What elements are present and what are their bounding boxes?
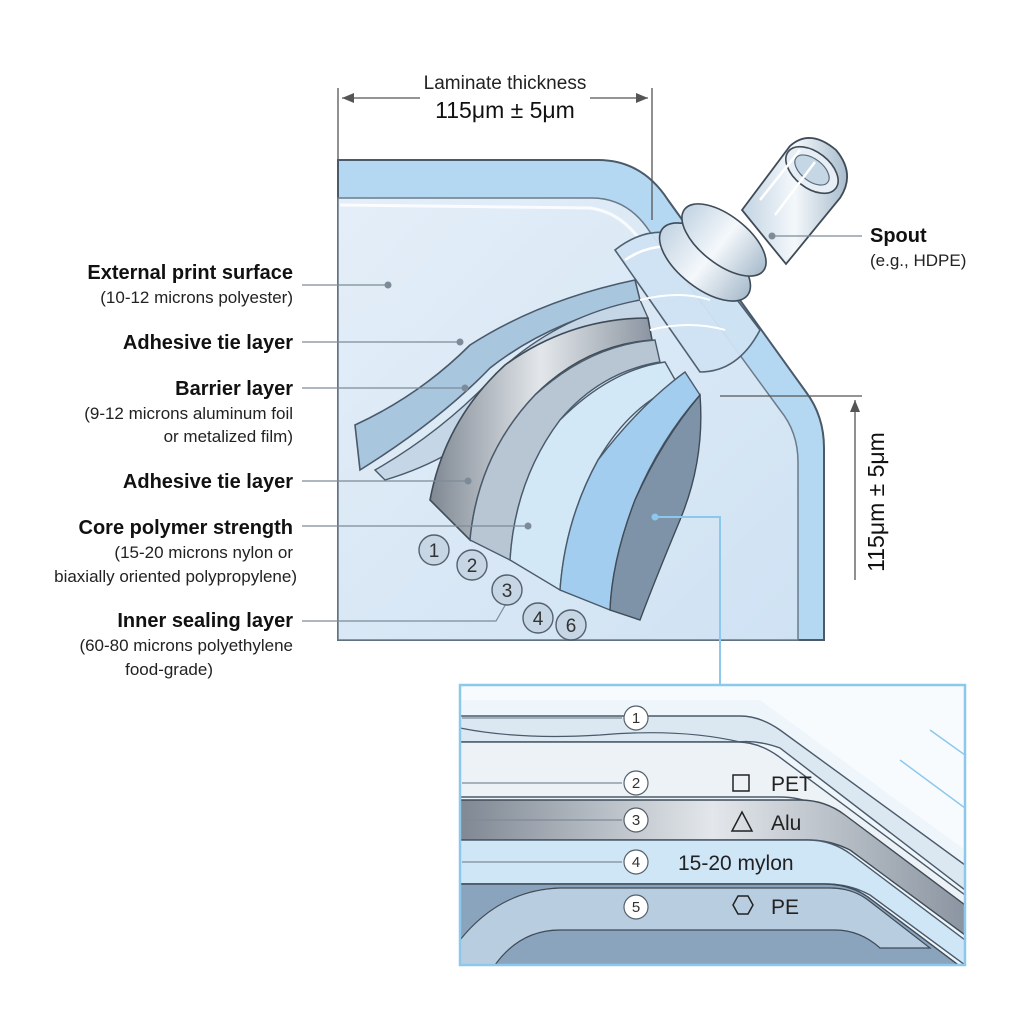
- svg-text:Alu: Alu: [771, 812, 801, 835]
- inset-row: 2 PET: [462, 770, 812, 796]
- svg-text:3: 3: [502, 581, 513, 602]
- svg-text:4: 4: [632, 854, 640, 871]
- svg-text:food-grade): food-grade): [125, 660, 213, 679]
- svg-text:PET: PET: [771, 773, 812, 796]
- layer-badge: 2: [456, 549, 488, 581]
- inset-connector: [651, 513, 721, 685]
- inset-row: 3 Alu: [462, 807, 801, 835]
- svg-text:1: 1: [429, 541, 440, 562]
- spout-subtitle: (e.g., HDPE): [870, 251, 966, 270]
- spout-callout: Spout (e.g., HDPE): [768, 225, 966, 270]
- laminate-dimension-side: 115μm ± 5μm: [720, 395, 889, 580]
- laminate-dimension-value: 115μm ± 5μm: [435, 97, 575, 123]
- laminate-side-value: 115μm ± 5μm: [863, 432, 889, 572]
- layer-badge: 4: [522, 602, 554, 634]
- svg-text:Adhesive tie layer: Adhesive tie layer: [123, 332, 293, 354]
- label-barrier: Barrier layer (9-12 microns aluminum foi…: [84, 378, 469, 446]
- spout: [613, 137, 848, 373]
- svg-text:6: 6: [566, 616, 577, 637]
- square-icon: [732, 774, 750, 792]
- label-inner-sealing: Inner sealing layer (60-80 microns polye…: [79, 601, 508, 679]
- svg-text:(9-12 microns aluminum foil: (9-12 microns aluminum foil: [84, 404, 293, 423]
- svg-text:PE: PE: [771, 896, 799, 919]
- svg-text:5: 5: [632, 899, 640, 916]
- svg-text:biaxially oriented polypropyle: biaxially oriented polypropylene): [54, 567, 297, 586]
- svg-text:15-20 mylon: 15-20 mylon: [678, 852, 794, 875]
- inset-row: 4 15-20 mylon: [462, 849, 794, 875]
- layer-inner-edge: [609, 393, 702, 621]
- label-external-print: External print surface (10-12 microns po…: [87, 262, 392, 307]
- svg-text:4: 4: [533, 609, 544, 630]
- triangle-icon: [730, 810, 754, 832]
- svg-text:Barrier layer: Barrier layer: [175, 378, 293, 400]
- label-core-polymer: Core polymer strength (15-20 microns nyl…: [54, 517, 532, 586]
- layer-badge: 6: [555, 609, 587, 641]
- svg-text:(10-12 microns polyester): (10-12 microns polyester): [100, 288, 293, 307]
- hexagon-icon: [732, 895, 754, 915]
- label-adhesive-tie-2: Adhesive tie layer: [123, 471, 472, 493]
- inset-cross-section: 1 2 PET 3 Alu 4 15-20 mylon 5: [458, 683, 967, 967]
- peeled-layers: [354, 279, 702, 621]
- svg-text:3: 3: [632, 812, 640, 829]
- svg-text:1: 1: [632, 710, 640, 727]
- layer-badge: 3: [491, 574, 523, 606]
- svg-text:(60-80 microns polyethylene: (60-80 microns polyethylene: [79, 636, 293, 655]
- laminate-dimension-top: Laminate thickness 115μm ± 5μm: [337, 73, 653, 220]
- svg-text:(15-20 microns nylon or: (15-20 microns nylon or: [114, 543, 293, 562]
- inset-row: 1: [462, 705, 649, 731]
- svg-text:2: 2: [467, 556, 478, 577]
- svg-text:Adhesive tie layer: Adhesive tie layer: [123, 471, 293, 493]
- layer-badge: 1: [418, 534, 450, 566]
- svg-text:Inner sealing layer: Inner sealing layer: [117, 610, 293, 632]
- label-adhesive-tie-1: Adhesive tie layer: [123, 332, 464, 354]
- svg-text:Core polymer strength: Core polymer strength: [79, 517, 293, 539]
- layer-labels: External print surface (10-12 microns po…: [54, 262, 532, 679]
- inset-row: 5 PE: [623, 894, 799, 920]
- laminate-dimension-title: Laminate thickness: [424, 73, 587, 94]
- svg-text:External print surface: External print surface: [87, 262, 293, 284]
- layer-badges: 1 2 3 4 6: [418, 534, 587, 641]
- spout-title: Spout: [870, 225, 927, 247]
- svg-text:or metalized film): or metalized film): [164, 427, 293, 446]
- svg-text:2: 2: [632, 775, 640, 792]
